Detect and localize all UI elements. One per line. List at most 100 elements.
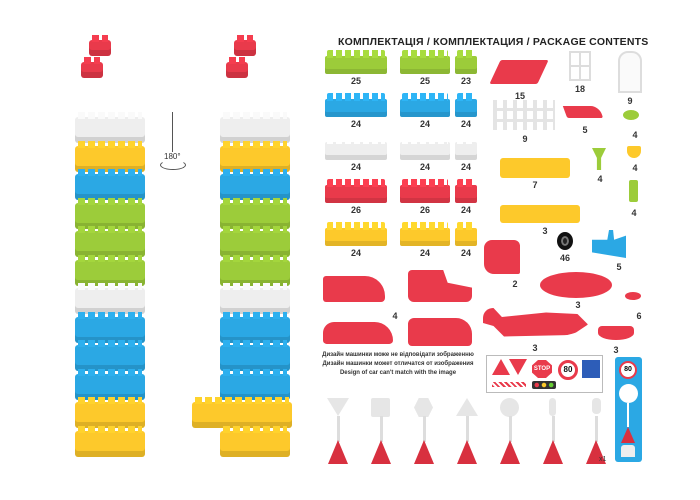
tower-layer-blue <box>75 316 145 343</box>
rotation-label: 180° <box>164 152 181 161</box>
yellow-cup-count: 4 <box>632 163 638 173</box>
car-suv <box>408 318 472 346</box>
tower-layer-blue <box>220 345 290 371</box>
barrier-stripe-icon <box>492 382 526 387</box>
tower-layer-green <box>220 202 290 229</box>
oval-base-piece <box>540 272 612 298</box>
tower-layer-blue <box>75 345 145 371</box>
oval-base-count: 3 <box>575 300 581 310</box>
roof-count: 15 <box>514 91 525 101</box>
brick-count: 26 <box>350 205 361 215</box>
blue-seat-count: 5 <box>616 262 622 272</box>
brick-blue-large <box>325 99 387 117</box>
green-bottle-count: 4 <box>631 208 637 218</box>
tower-layer-white <box>75 288 145 314</box>
tower-layer-white <box>75 117 145 143</box>
brick-count: 24 <box>460 205 471 215</box>
sign-blank-icon <box>549 398 556 416</box>
car-truck <box>408 270 472 302</box>
brick-white-medium <box>400 142 450 160</box>
green-cap-piece <box>623 110 639 120</box>
tower-layer-blue <box>220 174 290 200</box>
window-count: 18 <box>574 84 585 94</box>
tower-layer-blue <box>220 316 290 343</box>
yellow-plate-long-a <box>500 158 570 178</box>
sheet-count: x1 <box>599 456 607 463</box>
tower-layer-red <box>89 40 111 56</box>
traffic-cone-icon <box>414 440 434 464</box>
brick-red-medium <box>400 185 450 203</box>
sign-blank-icon <box>327 398 349 416</box>
rotate-icon <box>160 160 186 170</box>
tower-layer-yellow <box>75 402 145 428</box>
wing-count: 3 <box>613 345 619 355</box>
disclaimer-en: Design of car can't match with the image <box>339 370 457 376</box>
tower-layer-green <box>75 259 145 286</box>
yellow-cup-piece <box>627 146 641 158</box>
propeller-count: 6 <box>636 311 642 321</box>
wing-piece <box>598 326 634 340</box>
brick-count: 24 <box>460 248 471 258</box>
canopy-count: 5 <box>582 125 588 135</box>
sign-pole <box>466 416 469 442</box>
brick-count: 24 <box>460 162 471 172</box>
green-funnel-count: 4 <box>597 174 603 184</box>
sign-pole <box>380 416 383 442</box>
brick-blue-medium <box>400 99 450 117</box>
yellow-plate-a-count: 7 <box>532 180 538 190</box>
plane-count: 3 <box>532 343 538 353</box>
tower-layer-red <box>226 62 248 78</box>
brick-white-small <box>455 142 477 160</box>
tower-layer-red <box>234 40 256 56</box>
traffic-cone-icon <box>500 440 520 464</box>
brick-count: 24 <box>350 248 361 258</box>
brick-count: 24 <box>460 119 471 129</box>
tower-layer-green <box>220 231 290 257</box>
tower-layer-green <box>75 202 145 229</box>
car-disclaimer: Дизайн машинки може не відповідати зобра… <box>318 351 478 378</box>
brick-count: 25 <box>419 76 430 86</box>
fence-piece <box>493 100 555 130</box>
rotation-line <box>172 112 173 154</box>
tower-layer-white <box>220 117 290 143</box>
brick-count: 24 <box>350 119 361 129</box>
brick-count: 24 <box>350 162 361 172</box>
traffic-light-icon <box>532 381 556 389</box>
wheel-piece <box>557 232 573 250</box>
card-post <box>627 403 629 427</box>
cars-count: 4 <box>392 311 398 321</box>
door-count: 9 <box>627 96 633 106</box>
roof-piece <box>489 60 549 84</box>
window-piece <box>569 51 591 81</box>
sign-blank-icon <box>592 398 601 414</box>
brick-yellow-medium <box>400 228 450 246</box>
tower-layer-green <box>75 231 145 257</box>
traffic-cone-icon <box>457 440 477 464</box>
contents-title: КОМПЛЕКТАЦІЯ / КОМПЛЕКТАЦИЯ / PACKAGE CO… <box>338 36 649 48</box>
brick-count: 25 <box>350 76 361 86</box>
sticker-sheet: STOP 80 <box>486 355 603 393</box>
tower-layer-white <box>220 288 290 314</box>
tower-layer-yellow <box>75 145 145 172</box>
fence-count: 9 <box>522 134 528 144</box>
yellow-plate-long-b <box>500 205 580 223</box>
traffic-cone-icon <box>543 440 563 464</box>
tower-layer-blue <box>220 373 290 400</box>
brick-blue-small <box>455 99 477 117</box>
green-funnel-piece <box>592 148 606 170</box>
card-round-sign <box>619 384 638 403</box>
traffic-cone-icon <box>371 440 391 464</box>
assembly-card: 80 <box>615 357 642 462</box>
tower-layer-yellow <box>220 145 290 172</box>
brick-red-small <box>455 185 477 203</box>
sign-blank-icon <box>456 398 478 416</box>
sign-pole <box>552 416 555 442</box>
disclaimer-uk: Дизайн машинки може не відповідати зобра… <box>322 352 474 358</box>
brick-yellow-small <box>455 228 477 246</box>
yield-sign-icon <box>509 359 527 375</box>
sign-blank-icon <box>414 398 433 417</box>
brick-green-medium <box>400 56 450 74</box>
card-cone-icon <box>621 427 635 443</box>
brick-green-large <box>325 56 387 74</box>
brick-red-large <box>325 185 387 203</box>
